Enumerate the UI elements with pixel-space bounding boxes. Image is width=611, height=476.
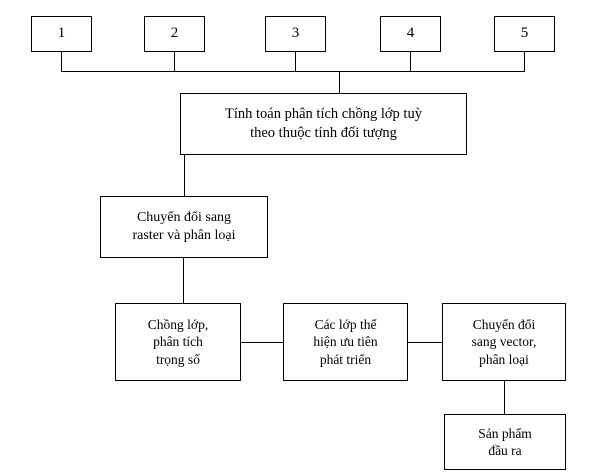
connector-bus-to-overlay bbox=[339, 71, 340, 94]
input-node-4[interactable]: 4 bbox=[380, 16, 441, 52]
connector-overlay-to-raster bbox=[184, 155, 185, 196]
connector-input3-drop bbox=[295, 52, 296, 72]
node-output-product[interactable]: Sản phẩm đầu ra bbox=[444, 414, 566, 470]
connector-input5-drop bbox=[524, 52, 525, 72]
node-priority-layers[interactable]: Các lớp thể hiện ưu tiên phát triển bbox=[283, 303, 408, 381]
node-overlay-analysis[interactable]: Tính toán phân tích chồng lớp tuỳ theo t… bbox=[180, 93, 467, 155]
connector-input1-drop bbox=[61, 52, 62, 72]
connector-input-bus bbox=[61, 71, 525, 72]
input-node-3[interactable]: 3 bbox=[265, 16, 326, 52]
node-vector-convert[interactable]: Chuyển đổi sang vector, phân loại bbox=[442, 303, 566, 381]
input-node-5[interactable]: 5 bbox=[494, 16, 555, 52]
node-weighted-overlay[interactable]: Chồng lớp, phân tích trọng số bbox=[115, 303, 241, 381]
node-raster-convert[interactable]: Chuyển đổi sang raster và phân loại bbox=[100, 196, 268, 258]
connector-vector-to-output bbox=[504, 381, 505, 414]
connector-input4-drop bbox=[410, 52, 411, 72]
connector-weighted-to-priority bbox=[241, 342, 283, 343]
input-node-2[interactable]: 2 bbox=[144, 16, 205, 52]
connector-priority-to-vector bbox=[408, 342, 442, 343]
connector-raster-to-weighted bbox=[183, 258, 184, 303]
connector-input2-drop bbox=[174, 52, 175, 72]
input-node-1[interactable]: 1 bbox=[31, 16, 92, 52]
